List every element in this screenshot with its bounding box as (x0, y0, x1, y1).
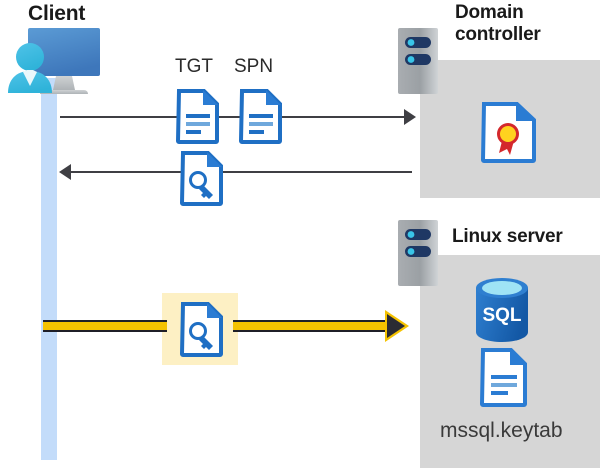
linux-server-title: Linux server (452, 226, 563, 247)
response-flow-arrowhead (59, 164, 71, 180)
linux-server-icon (398, 220, 438, 286)
request-flow-line (60, 116, 407, 118)
service-ticket-flow-line-left (43, 320, 167, 332)
sql-label: SQL (482, 305, 521, 326)
domain-controller-server-icon (398, 28, 438, 94)
domain-controller-title-line2: controller (455, 24, 541, 46)
tgt-document-icon (175, 88, 220, 144)
keytab-document-icon (479, 347, 528, 407)
domain-controller-title-line1: Domain (455, 2, 524, 23)
request-flow-arrowhead (404, 109, 416, 125)
service-ticket-arrowhead (387, 314, 405, 338)
certificate-icon (480, 101, 537, 163)
client-lifeline (41, 78, 57, 460)
key-document-icon-response (179, 150, 224, 206)
spn-document-icon (238, 88, 283, 144)
spn-label: SPN (234, 56, 274, 77)
sql-database-icon: SQL (473, 277, 531, 343)
response-flow-line-left (71, 171, 181, 173)
response-flow-line-right (222, 171, 412, 173)
keytab-filename-label: mssql.keytab (440, 419, 563, 442)
tgt-label: TGT (175, 56, 213, 77)
domain-controller-title: Domain controller (455, 2, 595, 47)
client-title: Client (28, 2, 86, 25)
client-computer-icon (4, 24, 112, 106)
service-ticket-flow-line-right (233, 320, 392, 332)
key-document-icon-service-ticket (179, 301, 224, 357)
